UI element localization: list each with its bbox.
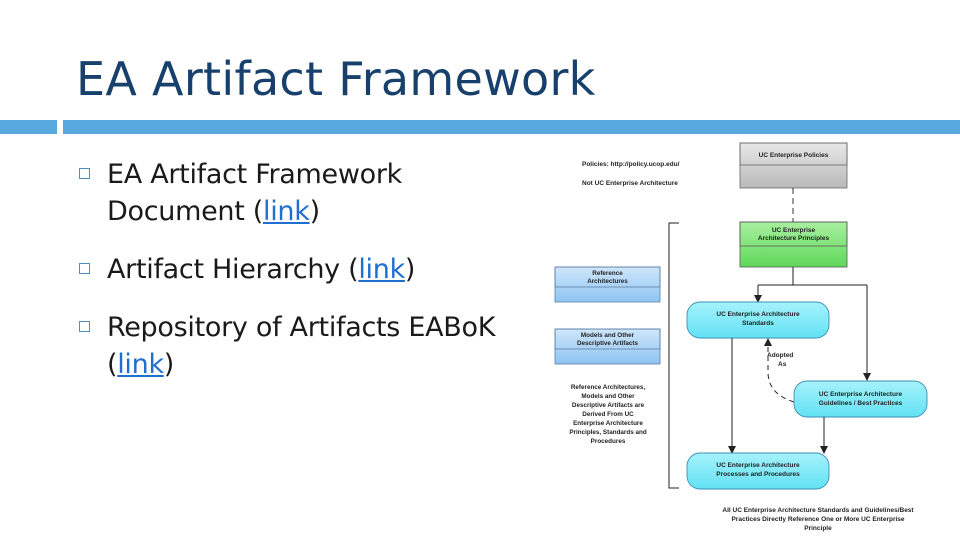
adopted-label-line2: As bbox=[778, 361, 787, 368]
framework-document-link[interactable]: link bbox=[263, 196, 310, 227]
bullet-text: Repository of Artifacts EABoK ( bbox=[107, 312, 496, 380]
box-architecture-standards: UC Enterprise Architecture Standards bbox=[686, 301, 830, 339]
footer-note-line: Principle bbox=[804, 525, 832, 532]
bullet-suffix: ) bbox=[404, 254, 416, 285]
box-guidelines-label-line1: UC Enterprise Architecture bbox=[819, 391, 903, 398]
box-models-label-line1: Models and Other bbox=[581, 332, 635, 339]
box-principles-label-line1: UC Enterprise bbox=[772, 227, 816, 234]
box-architecture-principles: UC Enterprise Architecture Principles bbox=[739, 221, 848, 268]
bullet-list: EA Artifact Framework Document (link) Ar… bbox=[76, 156, 516, 404]
policies-scope-note: Not UC Enterprise Architecture bbox=[582, 180, 678, 187]
bullet-text: Artifact Hierarchy ( bbox=[107, 254, 359, 285]
box-principles-label-line2: Architecture Principles bbox=[758, 235, 830, 242]
derived-note-line: Models and Other bbox=[581, 393, 635, 400]
title-accent-bar-right bbox=[63, 120, 960, 134]
box-uc-enterprise-policies: UC Enterprise Policies bbox=[739, 142, 848, 189]
title-accent-bar-left bbox=[0, 120, 57, 134]
box-processes-procedures: UC Enterprise Architecture Processes and… bbox=[686, 452, 830, 490]
box-processes-label-line2: Processes and Procedures bbox=[716, 471, 800, 478]
derived-note-line: Descriptive Artifacts are bbox=[572, 402, 645, 409]
box-processes-label-line1: UC Enterprise Architecture bbox=[716, 462, 800, 469]
artifact-hierarchy-diagram: Policies: http://policy.ucop.edu/ Not UC… bbox=[554, 142, 928, 532]
box-reference-label-line1: Reference bbox=[592, 270, 623, 277]
box-models-label-line2: Descriptive Artifacts bbox=[577, 340, 639, 347]
bullet-text: EA Artifact Framework Document ( bbox=[107, 159, 402, 227]
bullet-item-artifact-hierarchy: Artifact Hierarchy (link) bbox=[76, 251, 516, 288]
square-bullet-icon bbox=[79, 263, 90, 274]
footer-note-line: Practices Directly Reference One or More… bbox=[731, 516, 904, 523]
bullet-suffix: ) bbox=[309, 196, 321, 227]
box-guidelines-best-practices: UC Enterprise Architecture Guidelines / … bbox=[793, 380, 928, 418]
footer-note-line: All UC Enterprise Architecture Standards… bbox=[722, 507, 914, 514]
artifact-hierarchy-link[interactable]: link bbox=[358, 254, 405, 285]
box-models-descriptive-artifacts: Models and Other Descriptive Artifacts bbox=[554, 328, 661, 365]
repository-link[interactable]: link bbox=[117, 349, 164, 380]
derived-bracket bbox=[668, 222, 679, 489]
square-bullet-icon bbox=[79, 168, 90, 179]
square-bullet-icon bbox=[79, 321, 90, 332]
derived-note-line: Enterprise Architecture bbox=[573, 420, 643, 427]
box-policies-label: UC Enterprise Policies bbox=[759, 152, 829, 159]
derived-note-line: Principles, Standards and bbox=[569, 429, 646, 436]
bullet-suffix: ) bbox=[163, 349, 175, 380]
adopted-dashed-arrow bbox=[767, 340, 795, 403]
derived-note-line: Procedures bbox=[591, 438, 626, 445]
policies-url-note: Policies: http://policy.ucop.edu/ bbox=[582, 161, 680, 168]
box-reference-label-line2: Architectures bbox=[587, 278, 628, 285]
footer-reference-note: All UC Enterprise Architecture Standards… bbox=[722, 507, 914, 532]
adopted-label-line1: Adopted bbox=[767, 352, 793, 359]
adopted-arrowhead bbox=[764, 338, 772, 346]
box-reference-architectures: Reference Architectures bbox=[554, 266, 661, 303]
bullet-item-repository: Repository of Artifacts EABoK (link) bbox=[76, 309, 516, 383]
derived-artifacts-note: Reference Architectures, Models and Othe… bbox=[569, 384, 646, 445]
box-guidelines-label-line2: Guidelines / Best Practices bbox=[819, 400, 903, 407]
derived-note-line: Reference Architectures, bbox=[571, 384, 646, 391]
bullet-item-framework-document: EA Artifact Framework Document (link) bbox=[76, 156, 516, 230]
box-standards-label-line1: UC Enterprise Architecture bbox=[716, 311, 800, 318]
slide-title: EA Artifact Framework bbox=[76, 52, 596, 106]
box-standards-label-line2: Standards bbox=[742, 320, 774, 327]
derived-note-line: Derived From UC bbox=[582, 411, 634, 418]
